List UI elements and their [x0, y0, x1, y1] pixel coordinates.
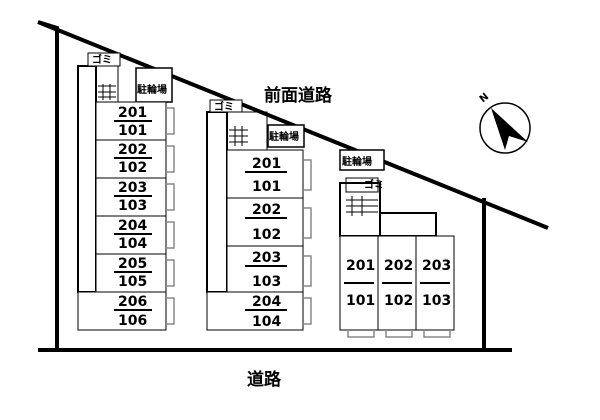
unit-number: 106 — [118, 313, 147, 329]
unit-number: 203 — [118, 180, 147, 196]
unit-number: 102 — [384, 293, 413, 309]
unit-number: 103 — [118, 198, 147, 214]
garbage-label: ゴミ — [92, 53, 112, 66]
north-arrow-icon: N — [478, 91, 531, 154]
unit-number: 102 — [118, 160, 147, 176]
unit-number: 102 — [252, 227, 281, 243]
front-road-label: 前面道路 — [264, 85, 333, 106]
unit-number: 203 — [422, 258, 451, 274]
unit-number: 104 — [118, 236, 147, 252]
unit-number: 101 — [252, 179, 281, 195]
unit-number: 101 — [118, 123, 147, 139]
unit-number: 104 — [252, 314, 281, 330]
building-b-units: 201 101 202 102 203 103 204 104 — [227, 156, 303, 330]
unit-number: 103 — [252, 274, 281, 290]
unit-pair: 204 104 — [114, 218, 152, 252]
unit-number: 205 — [118, 256, 147, 272]
unit-number: 103 — [422, 293, 451, 309]
unit-pair: 201 101 — [114, 105, 152, 139]
unit-number: 105 — [118, 274, 147, 290]
building-a-units: 201 101 202 102 203 103 204 104 — [96, 105, 166, 329]
building-a: ゴミ 駐輪場 201 101 202 102 203 103 — [77, 52, 175, 331]
unit-number: 201 — [346, 258, 375, 274]
unit-pair: 205 105 — [114, 256, 152, 290]
bicycle-parking-label: 駐輪場 — [137, 83, 167, 96]
unit-number: 202 — [384, 258, 413, 274]
unit-number: 206 — [118, 294, 147, 310]
unit-number: 201 — [118, 105, 147, 121]
road-label: 道路 — [247, 369, 282, 390]
garbage-label: ゴミ — [214, 100, 234, 113]
unit-pair: 203 103 — [114, 180, 152, 214]
unit-pair: 206 106 — [114, 294, 152, 329]
unit-number: 204 — [252, 294, 281, 310]
north-mark: N — [478, 91, 491, 105]
unit-pair: 202 102 — [114, 142, 152, 176]
building-c-units: 201 101 202 102 203 103 — [344, 258, 451, 309]
building-c: 駐輪場 ゴミ 201 101 202 102 203 103 — [339, 149, 455, 338]
building-b: ゴミ 駐輪場 201 101 202 102 203 103 204 104 — [206, 99, 312, 331]
unit-number: 202 — [252, 202, 281, 218]
unit-number: 101 — [346, 293, 375, 309]
bicycle-parking-label: 駐輪場 — [269, 130, 299, 143]
unit-number: 202 — [118, 142, 147, 158]
unit-number: 204 — [118, 218, 147, 234]
bicycle-parking-label: 駐輪場 — [342, 155, 372, 168]
unit-number: 201 — [252, 156, 281, 172]
unit-number: 203 — [252, 250, 281, 266]
